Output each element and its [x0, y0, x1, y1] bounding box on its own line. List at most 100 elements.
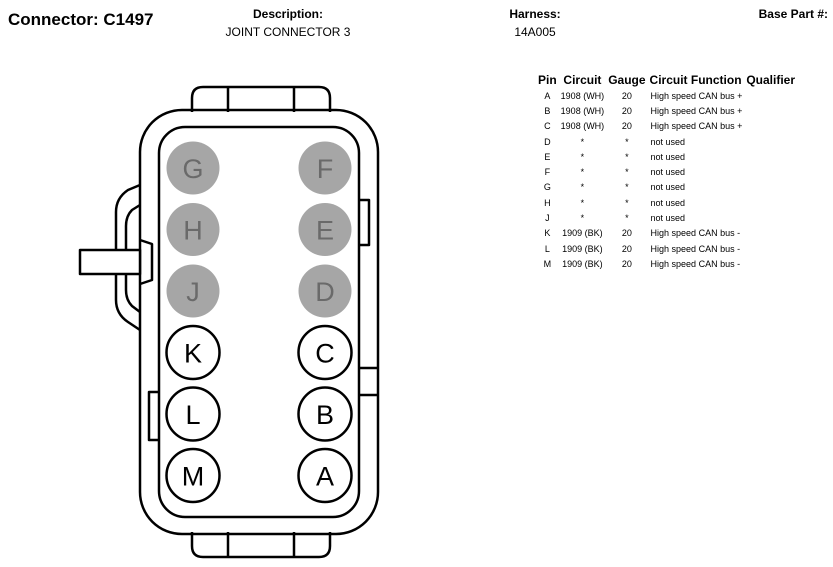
pin-f: F — [298, 141, 352, 195]
pin-e: E — [298, 203, 352, 256]
cell-gauge: 20 — [621, 258, 632, 269]
pin-circle — [166, 264, 220, 318]
cell-function: High speed CAN bus + — [650, 121, 743, 132]
pin-h: H — [166, 203, 220, 256]
pin-circle — [298, 264, 352, 318]
cell-gauge: * — [625, 197, 629, 208]
cell-function: High speed CAN bus - — [650, 228, 741, 239]
cell-function: High speed CAN bus - — [650, 243, 741, 254]
description-value: JOINT CONNECTOR 3 — [225, 25, 351, 39]
pin-label: C — [315, 339, 335, 369]
pin-circle — [297, 447, 353, 504]
cell-pin: J — [545, 213, 550, 224]
pin-label: M — [182, 462, 205, 492]
cell-function: not used — [650, 213, 686, 224]
table-row: A 1908 (WH) 20 High speed CAN bus + — [536, 88, 797, 103]
cell-function: not used — [650, 167, 686, 178]
cell-circuit: * — [580, 136, 585, 147]
cell-pin: B — [544, 105, 551, 116]
cell-gauge: 20 — [621, 228, 632, 239]
cell-function: High speed CAN bus - — [650, 258, 741, 269]
cell-gauge: 20 — [621, 105, 632, 116]
cell-function: not used — [650, 197, 686, 208]
pin-circle — [165, 324, 221, 381]
cell-circuit: * — [580, 197, 585, 208]
column-header-gauge: Gauge — [608, 73, 646, 87]
cell-gauge: * — [625, 167, 629, 178]
column-header-circuit: Circuit — [563, 73, 602, 87]
table-row: H**not used — [536, 195, 797, 210]
cell-circuit: * — [580, 167, 585, 178]
cell-gauge: * — [625, 136, 629, 147]
cell-function: not used — [650, 151, 686, 162]
table-row: D * * not used — [536, 134, 797, 149]
pin-label: H — [183, 216, 203, 246]
housing-inner — [157, 125, 361, 519]
pin-m: M — [165, 447, 221, 504]
column-header-function: Circuit Function — [649, 73, 742, 87]
cell-gauge: 20 — [621, 243, 632, 254]
pin-circle — [165, 386, 221, 442]
cell-circuit: 1908 (WH) — [560, 90, 605, 101]
pin-circle — [165, 447, 221, 504]
cell-pin: L — [544, 243, 550, 254]
pin-circle — [166, 141, 220, 195]
cell-pin: G — [543, 182, 551, 193]
connector-title: Connector: C1497 — [8, 10, 154, 29]
pin-a: A — [297, 447, 353, 504]
cell-circuit: 1908 (WH) — [560, 105, 605, 116]
pin-k: K — [165, 324, 221, 381]
pin-label: E — [316, 216, 334, 246]
cell-gauge: * — [625, 182, 629, 193]
cell-gauge: 20 — [621, 90, 632, 101]
pin-circle — [298, 141, 352, 195]
harness-label: Harness: — [509, 7, 561, 21]
pin-label: B — [316, 400, 334, 430]
cell-pin: D — [544, 136, 551, 147]
cell-function: not used — [650, 136, 686, 147]
cell-circuit: * — [580, 182, 585, 193]
pin-label: D — [315, 277, 335, 307]
cell-pin: M — [543, 258, 552, 269]
base-part-label: Base Part #: — [758, 7, 828, 21]
cell-qualifier — [744, 134, 797, 149]
cell-function: High speed CAN bus + — [650, 90, 743, 101]
cell-qualifier — [744, 103, 797, 118]
cell-qualifier — [744, 210, 797, 225]
bottom-latch — [190, 532, 332, 559]
cell-function: not used — [650, 182, 686, 193]
housing-outer — [138, 108, 380, 536]
pin-label: A — [316, 462, 334, 492]
cell-qualifier — [744, 256, 797, 271]
table-row: G * * not used — [536, 180, 797, 195]
column-header-pin: Pin — [538, 73, 557, 87]
cell-qualifier — [744, 149, 797, 164]
cell-pin: E — [544, 151, 551, 162]
cell-pin: K — [544, 228, 551, 239]
description-label: Description: — [252, 7, 323, 21]
cell-pin: A — [544, 90, 551, 101]
cell-gauge: * — [625, 213, 629, 224]
pin-d: D — [298, 264, 352, 318]
left-rib-lower — [147, 390, 159, 442]
cell-circuit: 1908 (WH) — [560, 121, 605, 132]
cell-qualifier — [744, 226, 797, 241]
table-row: E**not used — [536, 149, 797, 164]
cell-qualifier — [744, 164, 797, 179]
pin-g: G — [166, 141, 220, 195]
cell-pin: C — [544, 121, 551, 132]
pin-label: G — [182, 154, 203, 184]
pin-circle — [297, 324, 353, 381]
cell-circuit: * — [580, 213, 585, 224]
column-header-qualifier: Qualifier — [746, 73, 796, 87]
pin-label: F — [317, 154, 334, 184]
peg-clip — [139, 238, 154, 286]
cell-gauge: 20 — [621, 121, 632, 132]
top-latch — [190, 85, 332, 112]
right-rib-upper — [359, 198, 371, 247]
pin-c: C — [297, 324, 353, 381]
